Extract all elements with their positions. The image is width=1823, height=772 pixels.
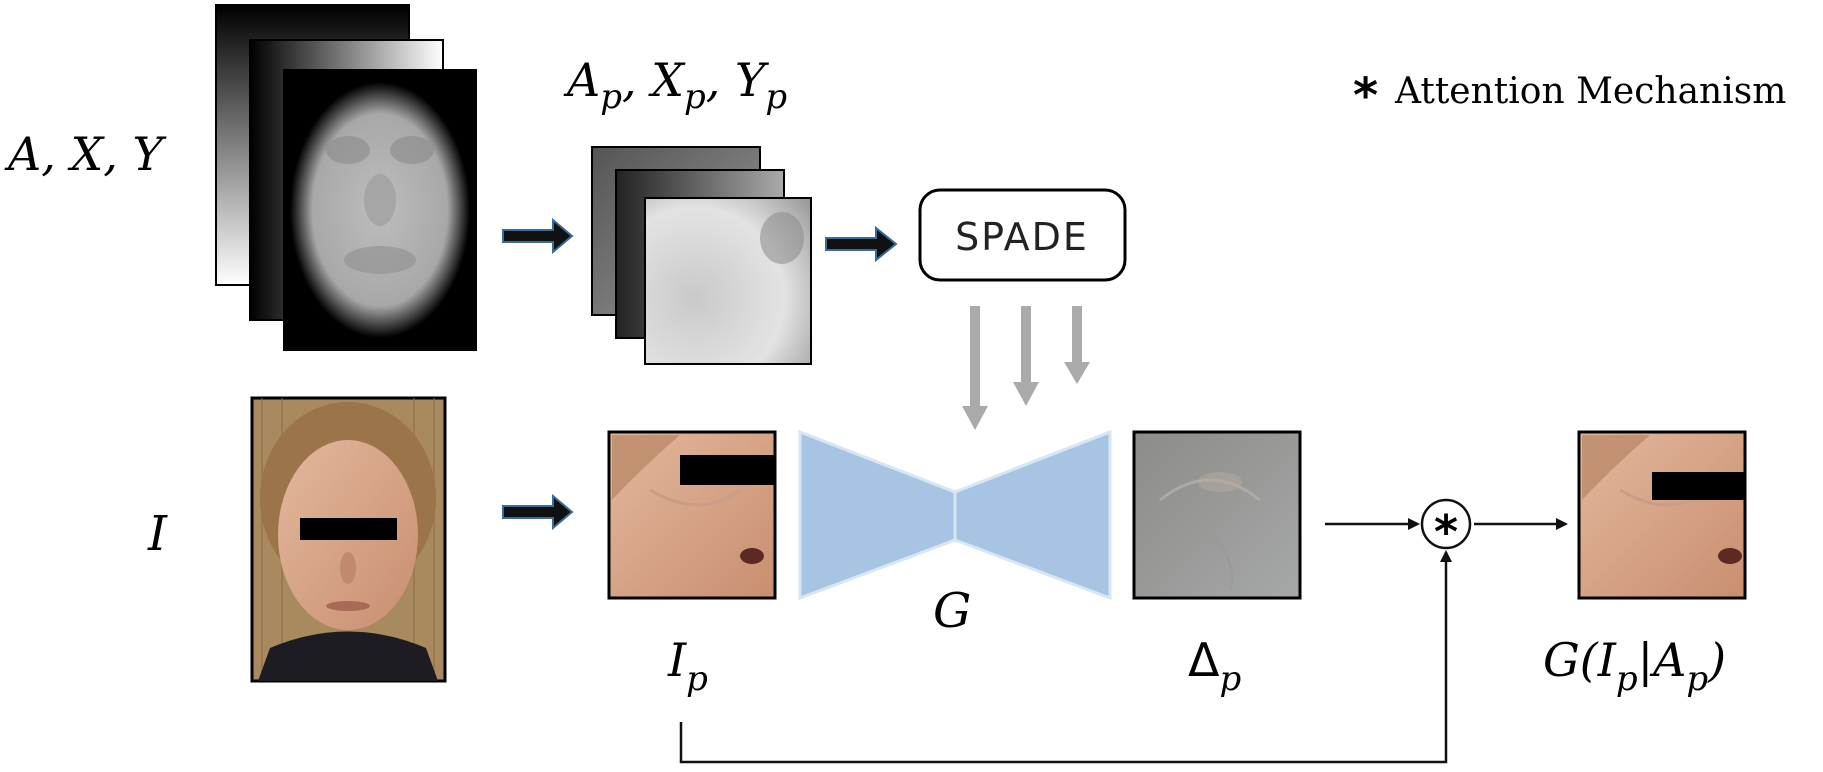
censor-bar — [680, 455, 775, 485]
censor-bar — [300, 518, 397, 540]
delta-image — [1132, 430, 1302, 600]
generator-network — [798, 429, 1112, 601]
legend-symbol: * — [1353, 68, 1378, 124]
generator-label: G — [933, 583, 971, 639]
legend-text: Attention Mechanism — [1394, 71, 1786, 112]
flow-arrows — [679, 518, 1568, 764]
skip-connection-arrow — [679, 550, 1452, 764]
output-patch-image — [1577, 430, 1747, 600]
input-image-label: I — [147, 506, 168, 562]
delta-label: Δp — [1188, 633, 1241, 699]
censor-bar — [1652, 472, 1745, 500]
output-label: G(Ip|Ap) — [1543, 633, 1726, 699]
input-patch-image — [607, 430, 777, 600]
legend: * Attention Mechanism — [1353, 68, 1786, 124]
down-arrow-icon — [1013, 306, 1039, 406]
spade-label: SPADE — [955, 215, 1089, 259]
input-maps-stack — [215, 4, 477, 351]
maps-input-label: A, X, Y — [4, 127, 167, 181]
patch-label: Ip — [667, 633, 708, 699]
maps-patch-label: Ap, Xp, Yp — [563, 53, 787, 117]
down-arrow-icon — [962, 306, 988, 430]
thick-right-arrow-icon — [502, 493, 574, 531]
operator-symbol: * — [1434, 505, 1458, 559]
spade-block: SPADE — [918, 188, 1127, 282]
patch-maps-stack — [591, 146, 812, 365]
thick-right-arrow-icon — [502, 217, 574, 255]
spade-arrows — [962, 306, 1090, 430]
down-arrow-icon — [1064, 306, 1090, 384]
input-face-image — [250, 396, 447, 683]
thick-right-arrow-icon — [825, 225, 898, 263]
circled-asterisk-icon: * — [1420, 498, 1472, 559]
